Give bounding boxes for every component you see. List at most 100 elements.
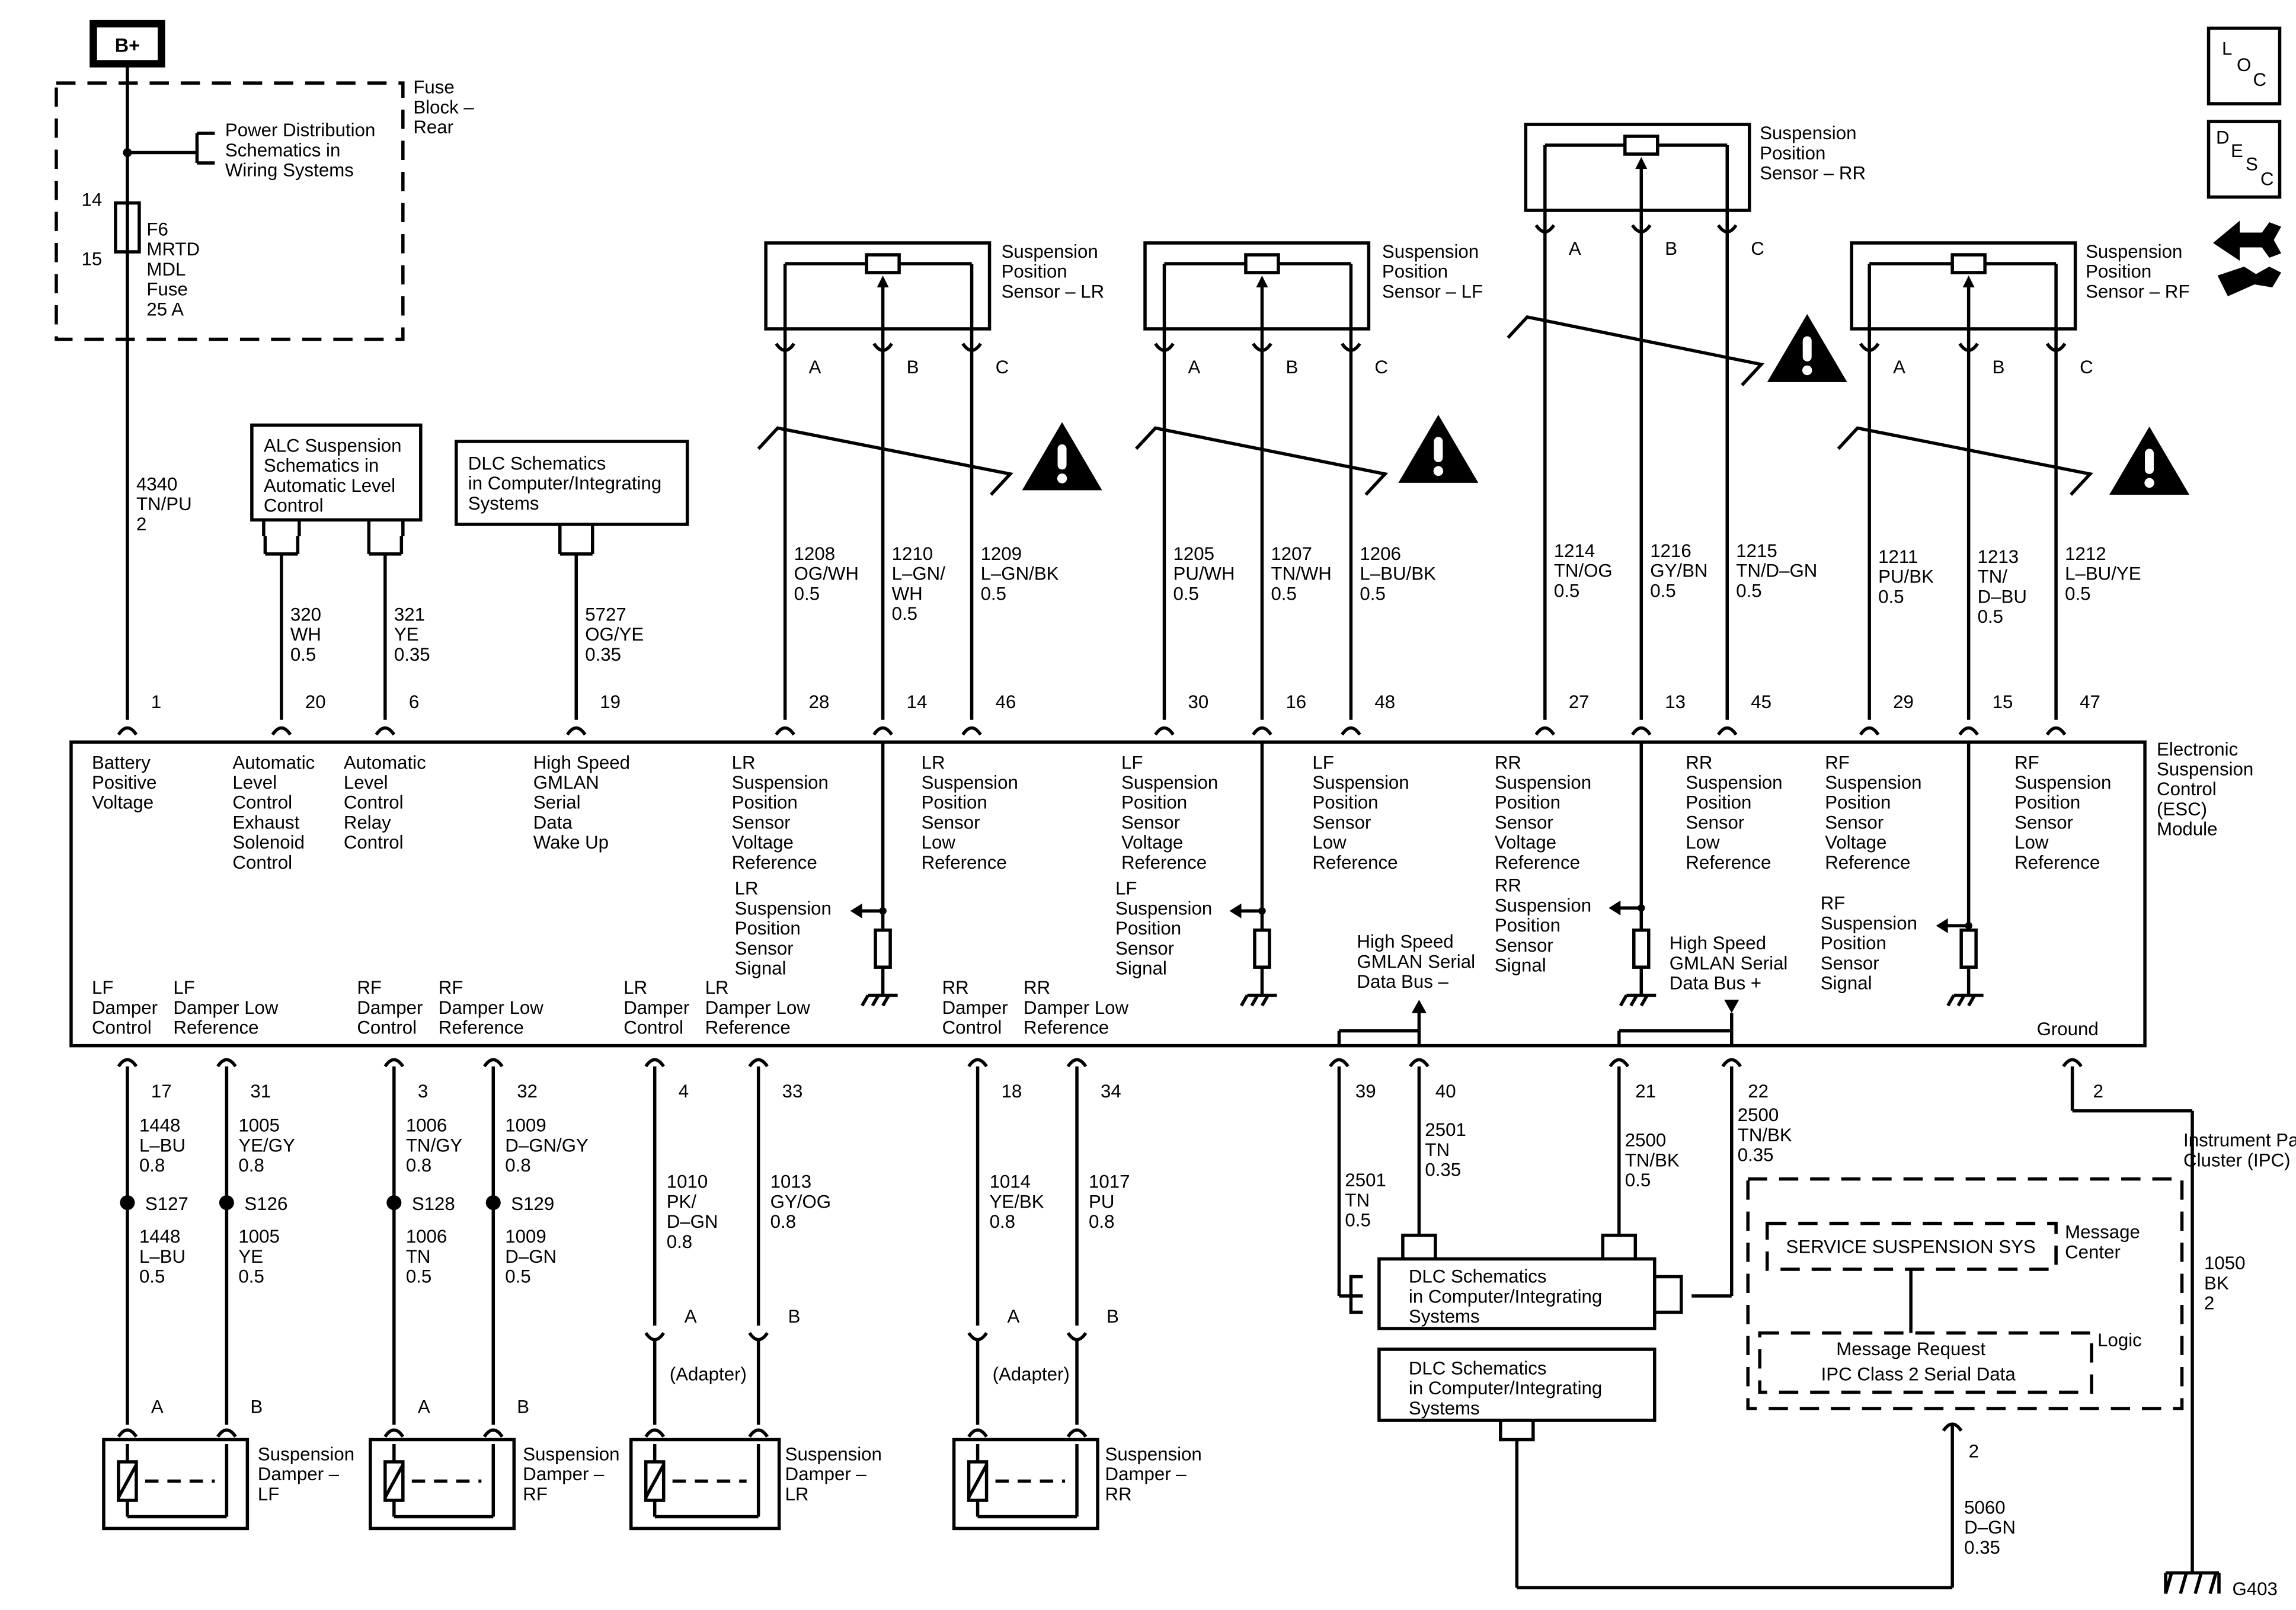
alc-reference-label: Schematics in xyxy=(264,455,379,476)
connector-terminal xyxy=(1721,1058,1742,1068)
message-request-label: IPC Class 2 Serial Data xyxy=(1821,1363,2016,1384)
module-pin-label: Control xyxy=(344,832,404,853)
message-center-label: Center xyxy=(2065,1241,2121,1262)
circuit-label: 1215 xyxy=(1736,540,1777,561)
connector-terminal xyxy=(1631,726,1652,736)
circuit-label: 0.8 xyxy=(667,1231,692,1252)
signal-label: Sensor xyxy=(1495,935,1553,956)
pin-number: 16 xyxy=(1285,692,1306,712)
pull-resistor xyxy=(1632,928,1651,969)
signal-label: Suspension xyxy=(735,898,832,918)
damper-box xyxy=(629,1438,781,1531)
signal-label: Sensor xyxy=(1821,953,1879,974)
loc-icon-letter: C xyxy=(2253,69,2267,90)
ground-symbol xyxy=(1250,994,1259,1007)
adapter-pin-letter: B xyxy=(788,1306,801,1327)
circuit-label: L–GN/ xyxy=(892,564,946,584)
sensor-rf-box xyxy=(1850,241,2077,331)
circuit-label: 0.5 xyxy=(2065,583,2090,604)
sensor-lr-box xyxy=(764,241,992,331)
circuit-label: 0.5 xyxy=(1625,1170,1651,1190)
module-pin-label: Reference xyxy=(2014,852,2100,873)
bus-arrow-down xyxy=(1724,1000,1739,1013)
shield-break-line xyxy=(757,426,1013,496)
circuit-label: 0.5 xyxy=(406,1266,431,1287)
module-pin-label: Position xyxy=(1825,792,1891,813)
shield-break-line xyxy=(1134,426,1389,496)
ground-symbol xyxy=(1619,994,1628,1007)
bus-minus-label: GMLAN Serial xyxy=(1357,951,1475,972)
desc-icon-letter: S xyxy=(2246,154,2258,175)
alc-reference-label: Automatic Level xyxy=(264,475,395,496)
circuit-label: 1009 xyxy=(505,1115,546,1136)
connector-terminal xyxy=(967,1428,988,1438)
module-pin-label: Control xyxy=(942,1017,1002,1038)
connector-terminal xyxy=(1329,1058,1350,1068)
ground-symbol xyxy=(871,994,880,1007)
circuit-label: 0.5 xyxy=(139,1266,165,1287)
damper-title: Suspension xyxy=(258,1443,354,1464)
pin-number: 1 xyxy=(151,692,161,712)
module-pin-label: RR xyxy=(942,977,969,998)
ground-bus xyxy=(2208,1572,2218,1595)
sensor-pin-label: A xyxy=(809,357,821,377)
circuit-label: 1205 xyxy=(1173,543,1214,564)
module-pin-label: Reference xyxy=(922,852,1007,873)
circuit-label: 1009 xyxy=(505,1226,546,1247)
pin-number: 2 xyxy=(2093,1081,2103,1102)
warning-icon-dot xyxy=(2144,478,2154,488)
circuit-label: 2500 xyxy=(1738,1105,1779,1125)
power-dist-label: Schematics in xyxy=(225,140,340,161)
module-pin-label: Position xyxy=(2014,792,2080,813)
signal-label: Suspension xyxy=(1115,898,1212,918)
module-pin-label: Control xyxy=(92,1017,152,1038)
module-pin-label: Voltage xyxy=(1495,832,1556,853)
circuit-label: TN xyxy=(1345,1190,1370,1211)
connector-terminal xyxy=(483,1428,504,1438)
sensor-lr-title: Sensor – LR xyxy=(1002,281,1105,302)
module-pin-label: Sensor xyxy=(922,812,980,833)
connector-terminal xyxy=(1609,1058,1630,1068)
circuit-label: TN/PU xyxy=(136,494,192,514)
circuit-label: 0.35 xyxy=(394,644,430,665)
pin-number: 30 xyxy=(1188,692,1208,712)
bus-plus-label: Data Bus + xyxy=(1670,973,1761,994)
connector-terminal xyxy=(271,726,292,736)
signal-label: Signal xyxy=(1821,973,1872,994)
signal-label: LF xyxy=(1115,878,1137,899)
connector-terminal xyxy=(775,726,795,736)
sensor-pin-label: B xyxy=(1993,357,2005,377)
circuit-label: 1005 xyxy=(238,1115,279,1136)
sensor-rr-title: Position xyxy=(1760,143,1825,164)
damper-box xyxy=(102,1438,250,1531)
circuit-label: 0.5 xyxy=(1345,1210,1370,1231)
desc-icon xyxy=(2207,120,2282,199)
bus-plus-label: High Speed xyxy=(1670,933,1766,953)
dlc-top-bracket xyxy=(1601,1233,1638,1259)
dlc-reference-label: DLC Schematics xyxy=(468,453,606,473)
esc-module-name: Electronic xyxy=(2157,739,2238,760)
circuit-label: L–GN/BK xyxy=(981,564,1059,584)
connector-terminal xyxy=(1534,726,1556,736)
circuit-label: 1010 xyxy=(667,1172,708,1192)
sensor-rf-title: Sensor – RF xyxy=(2086,281,2189,302)
module-pin-label: Sensor xyxy=(732,812,791,833)
ground-symbol xyxy=(1956,994,1966,1007)
module-pin-label: Suspension xyxy=(2014,772,2111,793)
pin-number: 22 xyxy=(1748,1081,1769,1102)
circuit-label: 0.5 xyxy=(892,603,917,624)
circuit-label: 0.35 xyxy=(1964,1537,2000,1558)
circuit-label: WH xyxy=(892,583,923,604)
module-pin-label: Level xyxy=(344,772,388,793)
signal-label: RF xyxy=(1821,893,1846,914)
warning-icon-mark xyxy=(1057,444,1067,470)
bus-minus-label: High Speed xyxy=(1357,932,1453,952)
fuse-label: MRTD xyxy=(146,239,200,260)
circuit-label: TN/ xyxy=(1978,566,2008,587)
damper-solenoid xyxy=(117,1464,138,1499)
desc-icon-letter: E xyxy=(2231,140,2243,161)
signal-label: Signal xyxy=(1115,958,1167,979)
connector-terminal xyxy=(967,1331,988,1342)
circuit-label: 2501 xyxy=(1345,1170,1386,1190)
